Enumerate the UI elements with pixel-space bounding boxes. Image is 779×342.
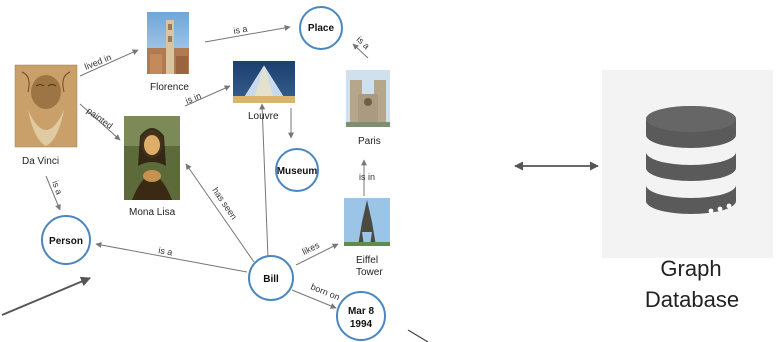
node-date-circle: Mar 8 1994 (336, 291, 386, 341)
florence-image (147, 12, 189, 74)
edge-label-lived-in: lived in (83, 52, 113, 72)
edge-bill-louvre (259, 103, 269, 259)
database-label-line1: Graph (660, 256, 721, 281)
node-date-line1: Mar 8 (348, 306, 375, 317)
mona-lisa-image (124, 116, 180, 200)
davinci-portrait-image (14, 64, 78, 148)
node-davinci: Da Vinci (22, 156, 59, 167)
edge-label-bill-is-a: is a (158, 245, 174, 257)
database-icon (646, 106, 736, 214)
node-monalisa: Mona Lisa (129, 207, 176, 218)
node-person-circle: Person (41, 215, 91, 265)
node-museum-circle: Museum (275, 148, 319, 192)
edge-florence-place (204, 24, 291, 43)
edge-florence-louvre (184, 85, 231, 107)
edge-bill-eiffel (295, 243, 339, 266)
partial-line (407, 329, 429, 342)
node-museum: Museum (277, 166, 318, 177)
database-label-line2: Database (645, 287, 739, 312)
edge-label-paris-is-a: is a (355, 34, 372, 51)
edge-label-davinci-is-a: is a (50, 179, 64, 196)
edge-label-eiffel-is-in: is in (359, 172, 375, 182)
edge-paris-place (352, 43, 369, 59)
node-louvre: Louvre (248, 111, 279, 122)
edge-davinci-monalisa (79, 103, 121, 141)
edge-label-has-seen: has seen (210, 186, 239, 222)
edge-davinci-person (45, 175, 61, 211)
node-person: Person (49, 236, 83, 247)
edges (1, 24, 599, 342)
node-place-circle: Place (299, 6, 343, 50)
node-place: Place (308, 23, 335, 34)
node-paris: Paris (358, 136, 381, 147)
edge-bill-monalisa (185, 163, 255, 263)
node-date-line2: 1994 (350, 319, 373, 330)
node-florence: Florence (150, 82, 189, 93)
edge-label-painted: painted (85, 106, 115, 131)
paris-image (346, 70, 390, 127)
edge-bill-person (95, 242, 248, 273)
eiffel-tower-image (344, 198, 390, 246)
graph-database: Graph Database (602, 70, 773, 312)
node-bill-circle: Bill (248, 255, 294, 301)
edge-bill-date (291, 289, 337, 309)
node-bill: Bill (263, 274, 279, 285)
node-eiffel-line1: Eiffel (356, 255, 378, 266)
edge-davinci-florence (79, 49, 139, 77)
louvre-image (233, 61, 295, 103)
edge-label-florence-is-a: is a (233, 24, 249, 36)
database-panel (602, 70, 773, 258)
node-eiffel-line2: Tower (356, 267, 383, 278)
pointer-arrow (1, 276, 91, 316)
edge-labels: lived in painted is a is a is in is a is… (50, 24, 375, 303)
